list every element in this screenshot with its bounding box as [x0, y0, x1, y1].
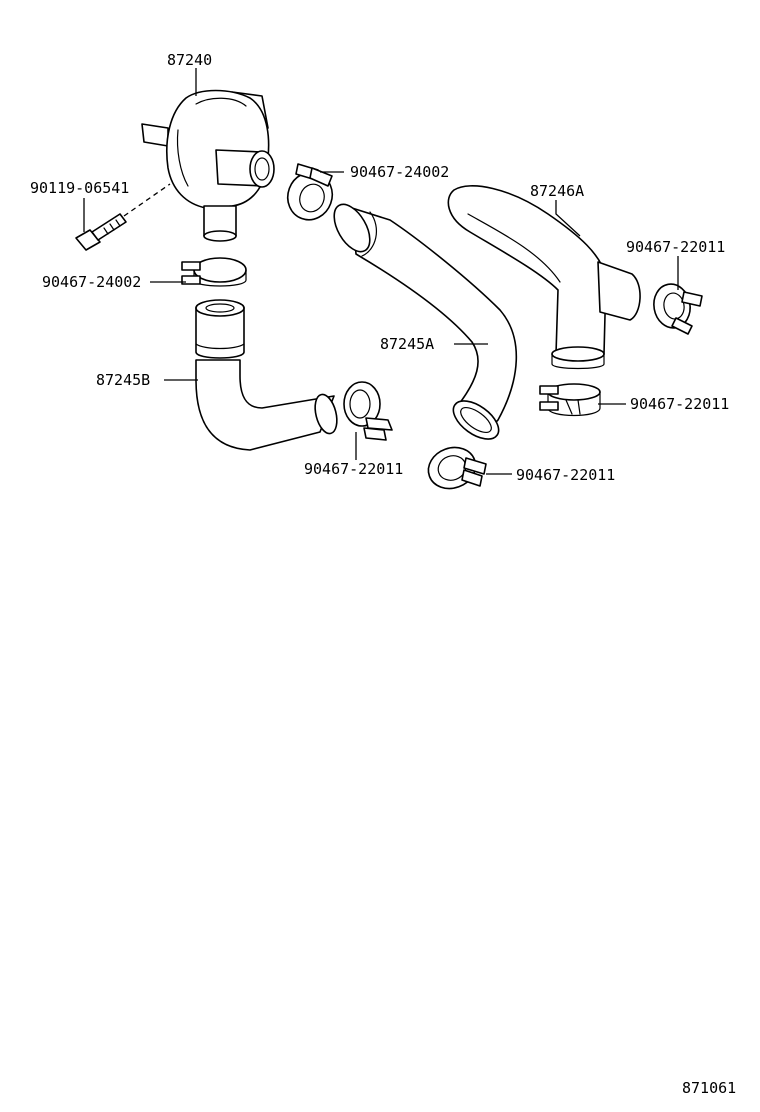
- label-hose-left: 87245B: [96, 371, 150, 389]
- hose-87245a-part: [333, 203, 518, 440]
- clamp-22011-right-lower-part: [539, 383, 601, 417]
- label-clamp-right-lower: 90467-22011: [630, 395, 729, 413]
- clamp-22011-right-upper-part: [653, 283, 703, 335]
- leader-lines: [83, 68, 679, 475]
- clamp-24002-top-part: [286, 163, 334, 221]
- label-clamp-left: 90467-24002: [42, 273, 141, 291]
- clamp-24002-left-part: [181, 257, 247, 287]
- label-clamp-bottom-left: 90467-22011: [304, 460, 403, 478]
- hose-87246a-part: [447, 185, 641, 370]
- label-clamp-bottom-center: 90467-22011: [516, 466, 615, 484]
- water-pump-part: [141, 89, 275, 242]
- bolt-part: [75, 183, 171, 251]
- clamp-22011-bottom-left-part: [343, 381, 393, 441]
- label-pump: 87240: [167, 51, 212, 69]
- label-hose-middle: 87245A: [380, 335, 434, 353]
- label-bolt: 90119-06541: [30, 179, 129, 197]
- label-clamp-top-center: 90467-24002: [350, 163, 449, 181]
- clamp-22011-bottom-center-part: [427, 446, 487, 490]
- label-clamp-right-upper: 90467-22011: [626, 238, 725, 256]
- label-diagram-id: 871061: [682, 1079, 736, 1097]
- hose-87245b-part: [195, 299, 338, 451]
- label-hose-y-pipe: 87246A: [530, 182, 584, 200]
